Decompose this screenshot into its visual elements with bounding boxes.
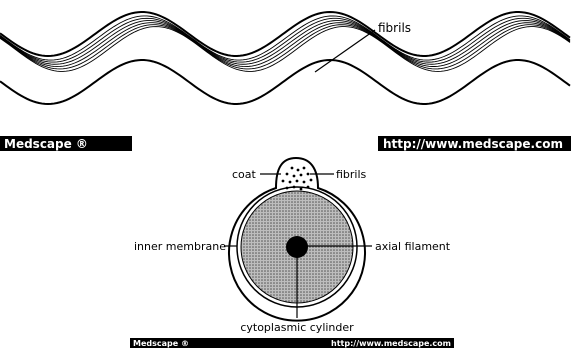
fibrils-label-bottom: fibrils [336, 168, 367, 181]
longitudinal-view: fibrils [0, 12, 570, 104]
coat-label: coat [232, 168, 257, 181]
axial-filament-label: axial filament [375, 240, 451, 253]
top-banner-brand: Medscape ® [4, 137, 88, 151]
top-banner-url: http://www.medscape.com [383, 137, 563, 151]
cross-section-view: coat fibrils inner membrane axial filame… [134, 158, 451, 334]
bottom-banner-url: http://www.medscape.com [331, 339, 451, 348]
fibril-line [0, 23, 570, 67]
fibrils-label-top: fibrils [378, 21, 411, 35]
fibrils-leader-line [315, 30, 375, 72]
bottom-banner: Medscape ® http://www.medscape.com [130, 338, 454, 348]
cytoplasmic-cylinder-label: cytoplasmic cylinder [240, 321, 354, 334]
top-banner: Medscape ® http://www.medscape.com [0, 136, 571, 151]
wave-lower-outline [0, 60, 570, 104]
bottom-banner-brand: Medscape ® [133, 339, 189, 348]
axial-filament [286, 236, 308, 258]
inner-membrane-label: inner membrane [134, 240, 226, 253]
